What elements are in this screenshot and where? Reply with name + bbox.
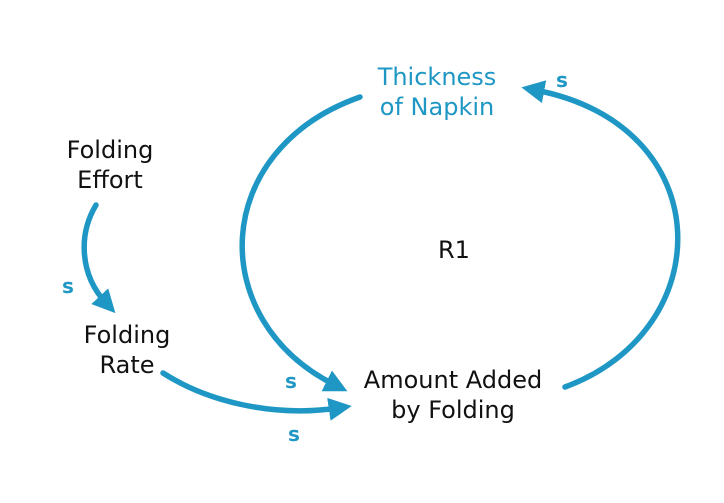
node-amount-added-line1: Amount Added: [363, 366, 543, 394]
node-folding-effort: Folding Effort: [55, 135, 165, 195]
node-folding-effort-line1: Folding: [66, 136, 154, 164]
node-thickness-of-napkin: Thickness of Napkin: [362, 62, 512, 122]
arrow-thickness-to-amount: [239, 94, 363, 392]
arrow-amount-to-thickness: [521, 80, 681, 390]
node-folding-rate: Folding Rate: [72, 320, 182, 380]
node-amount-added-by-folding: Amount Added by Folding: [352, 365, 554, 425]
polarity-rate-to-amount: s: [288, 422, 300, 446]
loop-label-r1: R1: [438, 236, 470, 264]
polarity-effort-to-rate: s: [62, 274, 74, 298]
arrow-effort-to-rate: [81, 202, 116, 314]
node-amount-added-line2: by Folding: [391, 396, 515, 424]
polarity-amount-to-thickness: s: [556, 68, 568, 92]
node-folding-rate-line1: Folding: [83, 321, 171, 349]
node-folding-effort-line2: Effort: [77, 166, 143, 194]
node-thickness-line1: Thickness: [377, 63, 497, 91]
node-thickness-line2: of Napkin: [379, 93, 495, 121]
polarity-thickness-to-amount: s: [285, 369, 297, 393]
node-folding-rate-line2: Rate: [99, 351, 155, 379]
arrow-rate-to-amount: [160, 370, 352, 421]
